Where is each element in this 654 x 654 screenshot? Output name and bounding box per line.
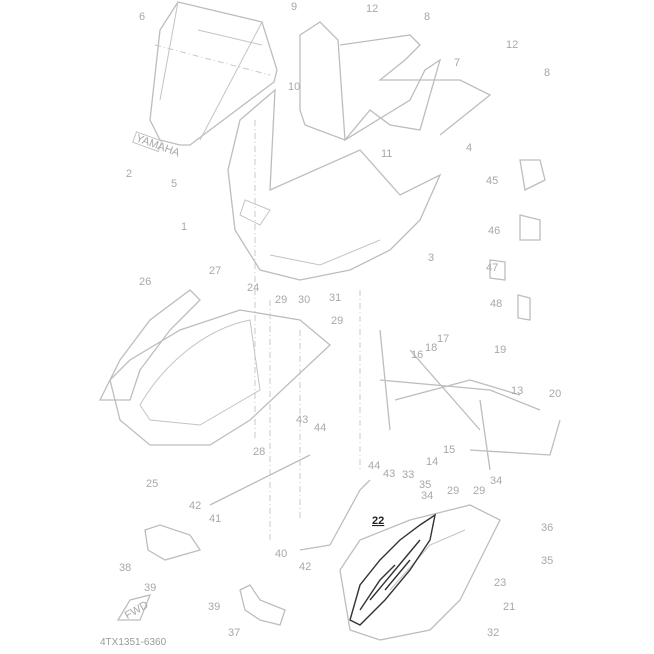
forward-arrow-icon: FWD [116,594,152,622]
callout-4: 4 [466,142,472,154]
callout-16: 16 [411,349,423,361]
callout-33: 33 [402,469,414,481]
callout-41: 41 [209,513,221,525]
callout-24: 24 [247,282,259,294]
callout-26: 26 [139,276,151,288]
callout-8: 8 [544,67,550,79]
callout-42: 42 [299,561,311,573]
callout-2: 2 [126,168,132,180]
callout-38: 38 [119,562,131,574]
clip-parts [489,159,546,321]
callout-31: 31 [329,292,341,304]
small-cover-parts [144,524,286,626]
callout-14: 14 [426,456,438,468]
callout-20: 20 [549,388,561,400]
callout-44: 44 [314,422,326,434]
callout-17: 17 [437,333,449,345]
callout-43: 43 [296,414,308,426]
callout-29: 29 [473,485,485,497]
callout-13: 13 [511,385,523,397]
inner-panel-part [299,21,492,142]
callout-44: 44 [368,460,380,472]
diagram-code: 4TX1351-6360 [100,637,167,648]
fwd-label: FWD [123,599,151,622]
callout-1: 1 [181,221,187,233]
callout-12: 12 [366,3,378,15]
cowling-stay-part [379,329,561,471]
callout-5: 5 [171,178,177,190]
callout-39: 39 [208,601,220,613]
callout-29: 29 [447,485,459,497]
callout-12: 12 [506,39,518,51]
callout-28: 28 [253,446,265,458]
callout-18: 18 [425,342,437,354]
callout-35: 35 [419,479,431,491]
decal-part [349,513,437,626]
callout-40: 40 [275,548,287,560]
callout-43: 43 [383,468,395,480]
callout-46: 46 [488,225,500,237]
callout-6: 6 [139,11,145,23]
side-cowl-part [109,309,331,446]
lower-cowl-part [339,504,501,641]
callout-30: 30 [298,294,310,306]
callout-29: 29 [331,315,343,327]
callout-7: 7 [454,57,460,69]
callout-9: 9 [291,1,297,13]
callout-21: 21 [503,601,515,613]
bracket-parts [209,454,371,551]
callout-29: 29 [275,294,287,306]
callout-34: 34 [490,475,502,487]
assembly-lines [254,120,361,540]
callout-36: 36 [541,522,553,534]
callout-23: 23 [494,577,506,589]
callout-19: 19 [494,344,506,356]
callout-3: 3 [428,252,434,264]
callout-47: 47 [486,262,498,274]
inner-side-panel-part [98,289,201,401]
callout-32: 32 [487,627,499,639]
callout-39: 39 [144,582,156,594]
callout-22: 22 [372,515,384,527]
callout-11: 11 [381,148,392,160]
callout-42: 42 [189,500,201,512]
callout-48: 48 [490,298,502,310]
front-cowl-part [227,88,442,281]
callout-34: 34 [421,490,433,502]
callout-37: 37 [228,627,240,639]
callout-35: 35 [541,555,553,567]
callout-8: 8 [424,11,430,23]
windscreen-part [149,1,278,146]
callout-15: 15 [443,444,455,456]
callout-10: 10 [288,81,300,93]
callout-45: 45 [486,175,498,187]
callout-25: 25 [146,478,158,490]
callout-27: 27 [209,265,221,277]
